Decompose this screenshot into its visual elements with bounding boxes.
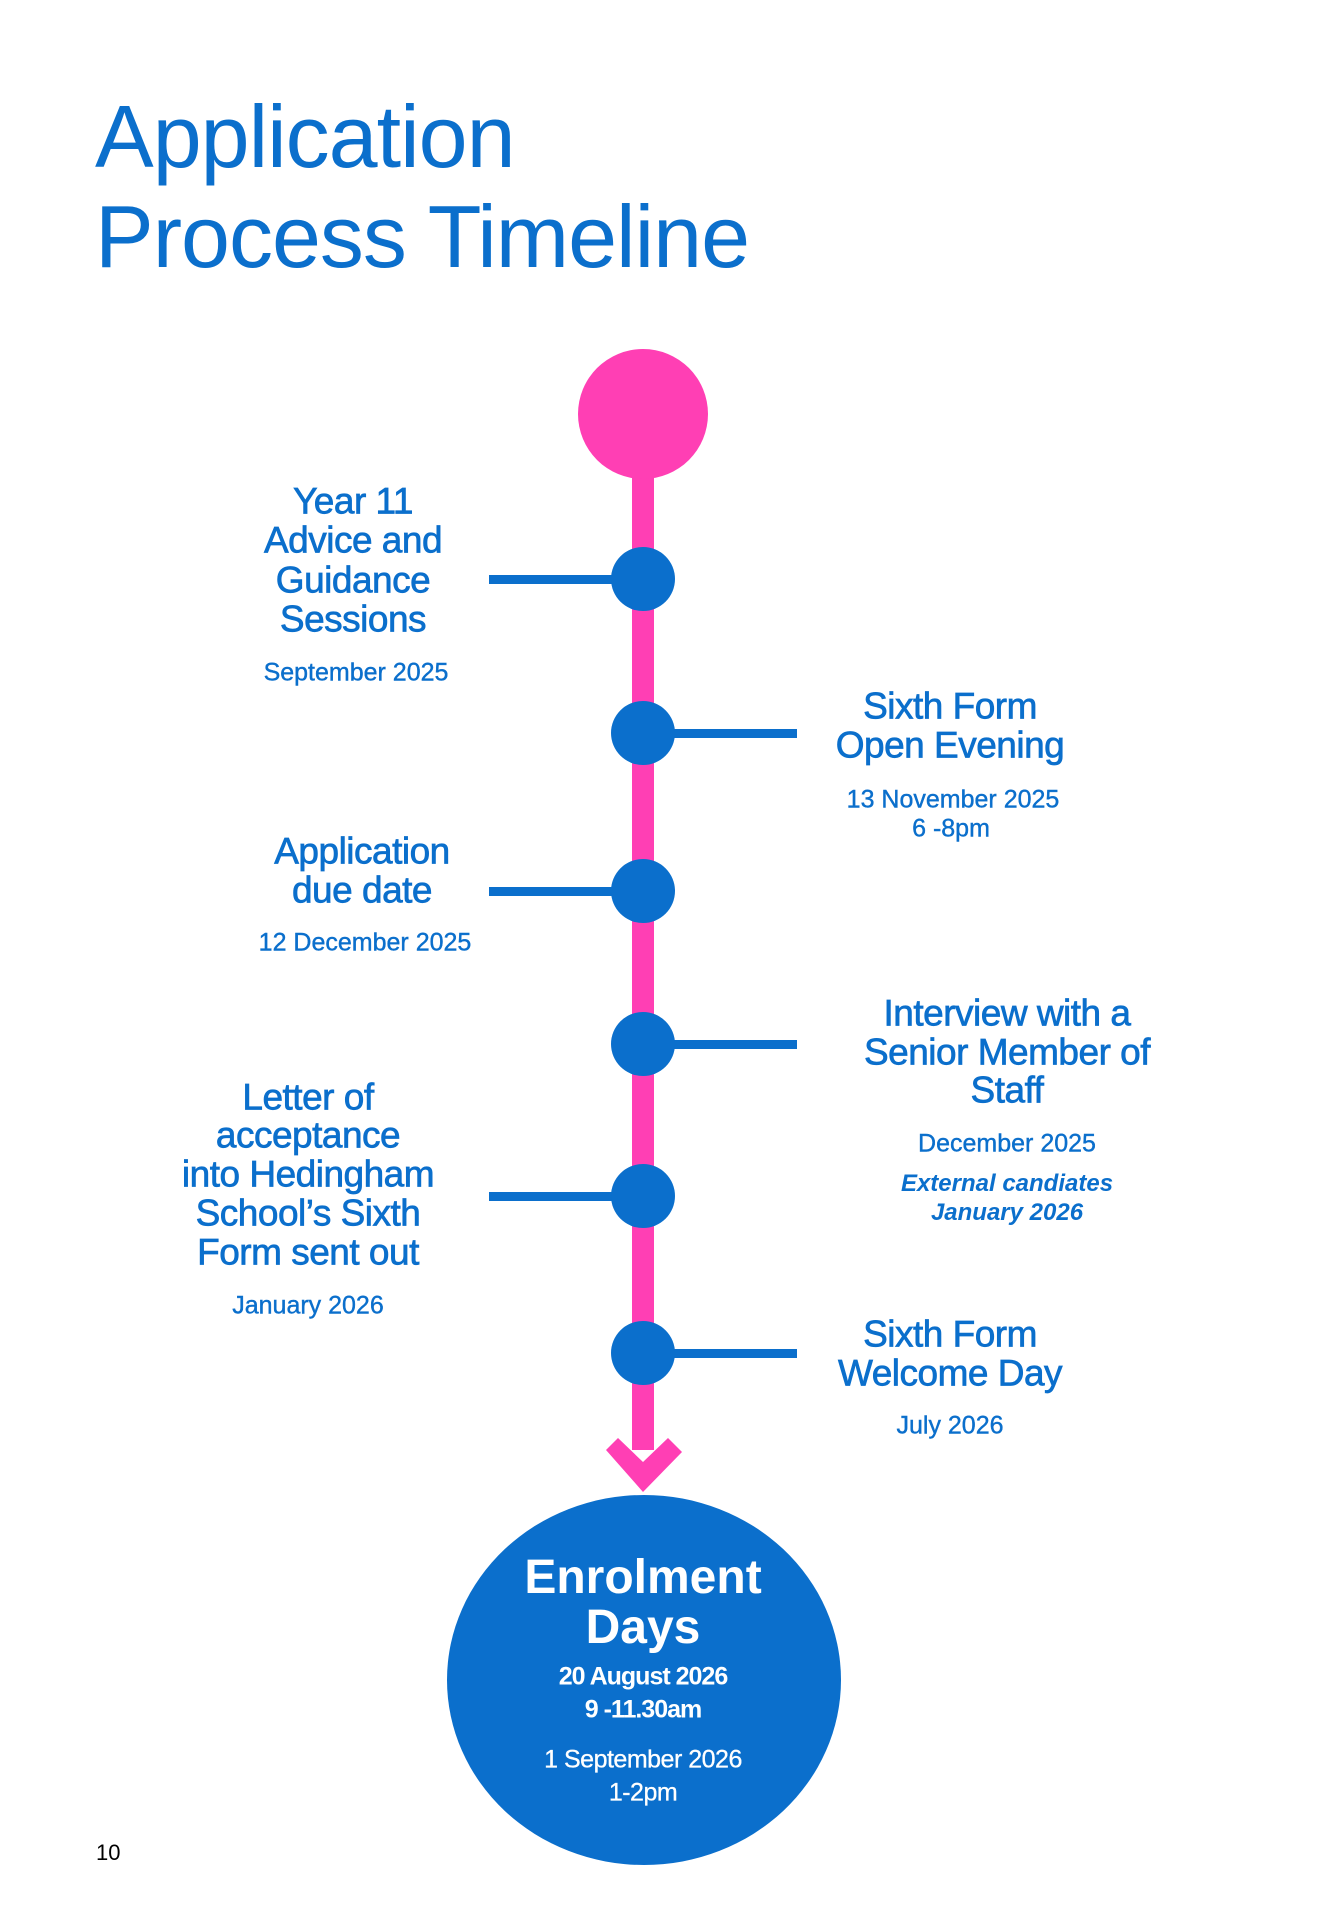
event-date: 12 December 2025 xyxy=(258,928,472,957)
connector-1 xyxy=(489,575,643,584)
event-date: July 2026 xyxy=(896,1411,1004,1440)
event-title: School’s Sixth xyxy=(195,1192,421,1234)
enrolment-title: Days xyxy=(585,1601,701,1654)
event-note-date: January 2026 xyxy=(930,1199,1084,1226)
timeline-start-circle xyxy=(578,349,708,479)
enrolment-date-1: 20 August 2026 xyxy=(558,1662,728,1691)
event-title: acceptance xyxy=(215,1114,401,1156)
event-title: Form sent out xyxy=(197,1231,420,1273)
milestone-dot-3 xyxy=(611,859,675,923)
event-title: Open Evening xyxy=(835,724,1065,766)
event-note: External candiates xyxy=(900,1170,1114,1197)
event-date: September 2025 xyxy=(263,658,449,687)
event-title: Application xyxy=(274,830,451,872)
connectors xyxy=(489,575,797,1358)
event-title: Year 11 xyxy=(293,480,414,522)
milestone-dot-1 xyxy=(611,547,675,611)
event-title: Sessions xyxy=(279,598,427,640)
enrolment-circle xyxy=(447,1495,841,1865)
enrolment-date-2: 1 September 2026 xyxy=(544,1745,743,1774)
event-title: Sixth Form xyxy=(863,1313,1038,1355)
event-title: Senior Member of xyxy=(863,1031,1151,1073)
milestone-dot-6 xyxy=(611,1321,675,1385)
event-title: Interview with a xyxy=(883,992,1131,1034)
connector-4 xyxy=(643,1040,797,1049)
event-title: Guidance xyxy=(275,559,431,601)
timeline-arrowhead xyxy=(606,1438,682,1492)
enrolment-title: Enrolment xyxy=(524,1551,762,1604)
milestone-dot-2 xyxy=(611,701,675,765)
page-title-line-2: Process Timeline xyxy=(95,187,750,286)
connector-5 xyxy=(489,1192,643,1201)
connector-2 xyxy=(643,729,797,738)
event-title: Staff xyxy=(970,1069,1044,1111)
event-date: December 2025 xyxy=(918,1129,1096,1158)
page-number: 10 xyxy=(96,1840,121,1865)
milestone-dot-4 xyxy=(611,1012,675,1076)
milestone-dot-5 xyxy=(611,1164,675,1228)
event-title: into Hedingham xyxy=(181,1153,435,1195)
event-date: January 2026 xyxy=(232,1291,384,1320)
event-title: Advice and xyxy=(263,519,443,561)
event-time: 6 -8pm xyxy=(912,814,990,843)
connector-3 xyxy=(489,887,643,896)
connector-6 xyxy=(643,1349,797,1358)
page-title-line-1: Application xyxy=(95,87,516,186)
enrolment-time-2: 1-2pm xyxy=(608,1778,678,1807)
event-title: Welcome Day xyxy=(837,1352,1063,1394)
event-title: Sixth Form xyxy=(863,685,1038,727)
enrolment-time-1: 9 -11.30am xyxy=(584,1695,702,1724)
event-title: due date xyxy=(291,869,433,911)
event-date: 13 November 2025 xyxy=(846,785,1060,814)
event-title: Letter of xyxy=(242,1076,374,1118)
